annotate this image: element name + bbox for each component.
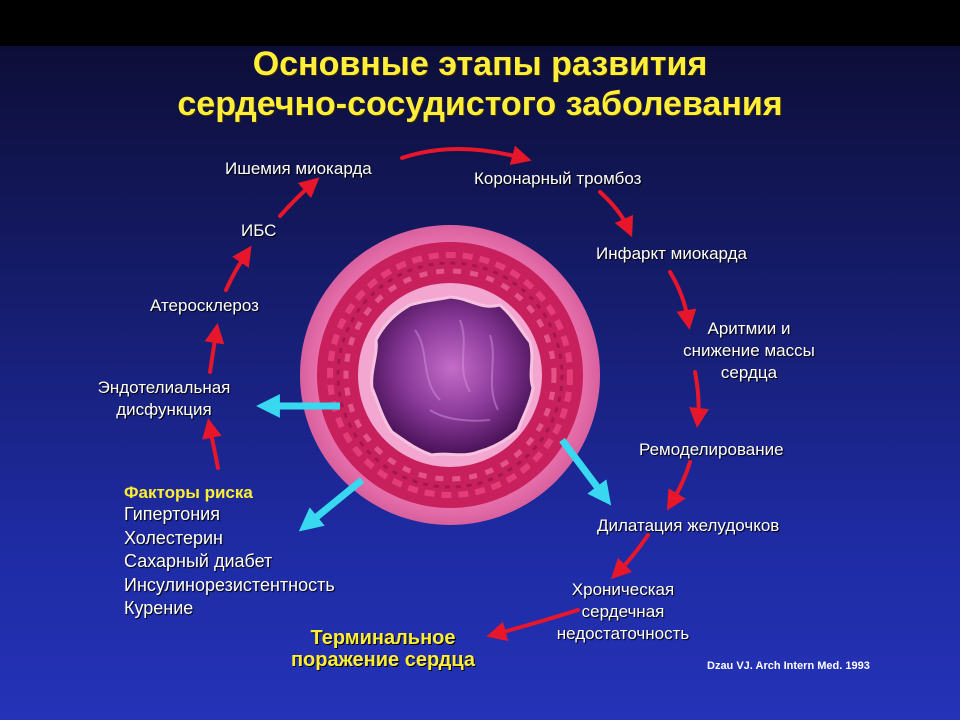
risk-factors-title: Факторы риска <box>124 483 253 502</box>
label-arrhythmia-line-1: Аритмии и <box>707 319 791 338</box>
label-dilation: Дилатация желудочков <box>597 516 780 535</box>
label-atherosclerosis: Атеросклероз <box>150 296 259 315</box>
label-endothelial-line-1: Эндотелиальная <box>97 378 231 397</box>
label-thrombosis: Коронарный тромбоз <box>474 169 642 188</box>
label-remodeling: Ремоделирование <box>639 440 784 459</box>
label-arrhythmia-line-2: снижение массы <box>683 341 815 360</box>
arrow-vessel-to-risk <box>298 477 365 532</box>
label-heart-failure: Хроническая сердечная недостаточность <box>538 579 708 645</box>
cycle-arrows <box>202 145 709 642</box>
risk-factor-item: Гипертония <box>124 504 220 524</box>
arrow-failure-to-terminal <box>486 608 580 642</box>
arrow-endothelial-to-atherosclerosis <box>204 323 225 374</box>
label-terminal-line-1: Терминальное <box>310 627 456 649</box>
label-ischemia: Ишемия миокарда <box>225 159 372 178</box>
label-heart-failure-line-1: Хроническая <box>571 580 675 599</box>
arrow-vessel-to-dilation <box>559 437 612 506</box>
arrow-dilation-to-failure <box>610 533 650 580</box>
arrow-risk-to-endothelial <box>202 418 222 470</box>
arrow-ischemia-to-thrombosis <box>400 145 532 166</box>
arrow-infarction-to-arrhythmia <box>668 270 697 330</box>
label-infarction: Инфаркт миокарда <box>596 244 747 263</box>
top-bar <box>0 0 960 46</box>
arrow-ibs-to-ischemia <box>278 177 320 218</box>
label-endothelial-line-2: дисфункция <box>116 400 212 419</box>
citation: Dzau VJ. Arch Intern Med. 1993 <box>707 660 870 672</box>
risk-factor-item: Холестерин <box>124 527 223 548</box>
label-heart-failure-line-3: недостаточность <box>556 624 690 643</box>
vessel-cross-section <box>300 225 600 525</box>
label-heart-failure-line-2: сердечная <box>581 602 665 621</box>
risk-factors-list: Гипертония Холестерин Сахарный диабет Ин… <box>124 503 335 621</box>
label-terminal: Терминальное поражение сердца <box>268 627 498 671</box>
label-arrhythmia: Аритмии и снижение массы сердца <box>664 318 834 384</box>
arrow-thrombosis-to-infarction <box>598 190 634 238</box>
label-terminal-line-2: поражение сердца <box>290 649 476 671</box>
risk-factor-item: Курение <box>124 598 194 618</box>
arrow-arrhythmia-to-remodeling <box>689 370 709 428</box>
risk-factor-item: Инсулинорезистентность <box>124 574 335 595</box>
risk-factor-item: Сахарный диабет <box>124 551 273 571</box>
slide-title: Основные этапы развития сердечно-сосудис… <box>0 44 960 124</box>
label-arrhythmia-line-3: сердца <box>720 363 778 382</box>
title-line-2: сердечно-сосудистого заболевания <box>177 85 783 123</box>
arrow-remodeling-to-dilation <box>666 460 692 511</box>
vessel-lumen <box>370 295 535 457</box>
label-ibs: ИБС <box>241 221 277 240</box>
vessel-arrows <box>256 394 612 532</box>
title-line-1: Основные этапы развития <box>252 45 708 83</box>
arrow-atherosclerosis-to-ibs <box>224 245 252 292</box>
label-endothelial: Эндотелиальная дисфункция <box>76 377 252 421</box>
